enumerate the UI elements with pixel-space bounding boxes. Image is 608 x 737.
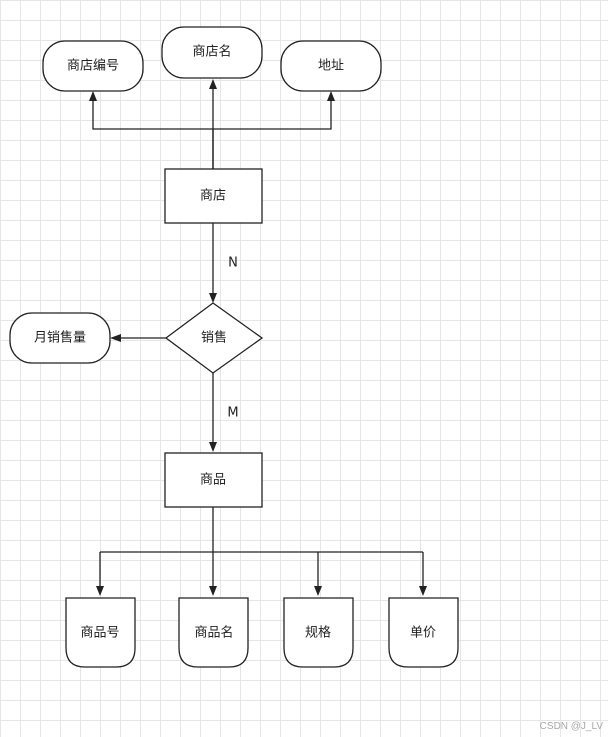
arrowhead [209, 293, 217, 303]
entity-label: 商店 [200, 189, 226, 204]
arrowhead [327, 91, 335, 101]
arrowhead [209, 442, 217, 452]
arrowhead [209, 79, 217, 89]
relationship-shape [164, 302, 264, 374]
arrowhead [110, 334, 121, 342]
attribute-product-id: 商品号 [65, 597, 136, 668]
attribute-shape [9, 312, 111, 364]
connector-store-address [213, 100, 332, 130]
cardinality-m-label: M [227, 406, 238, 421]
attribute-label: 商品号 [80, 626, 119, 641]
attribute-label: 商店编号 [67, 59, 119, 74]
attribute-address: 地址 [280, 40, 382, 92]
arrowhead [419, 586, 427, 596]
attribute-shape [178, 597, 249, 668]
attribute-shape [161, 26, 263, 79]
arrowhead [89, 91, 97, 101]
attribute-spec: 规格 [283, 597, 354, 668]
relationship-sale: 销售 [164, 302, 264, 374]
attribute-label: 单价 [410, 626, 436, 641]
relationship-label: 销售 [201, 330, 227, 346]
attribute-monthly-sales: 月销售量 [9, 312, 111, 364]
attribute-shape [42, 40, 144, 92]
attribute-unit-price: 单价 [388, 597, 459, 668]
entity-shape [164, 452, 263, 508]
attribute-label: 商店名 [192, 44, 231, 60]
arrowhead [209, 586, 217, 596]
watermark-text: CSDN @J_LV [540, 721, 604, 732]
attribute-label: 规格 [305, 625, 331, 641]
product-attribute-connectors [96, 507, 427, 596]
arrowhead [96, 586, 104, 596]
attribute-label: 地址 [318, 59, 344, 74]
attribute-shape [388, 597, 459, 668]
attribute-store-name: 商店名 [161, 26, 263, 79]
entity-product: 商品 [164, 452, 263, 508]
attribute-shape [65, 597, 136, 668]
cardinality-n-label: N [228, 256, 238, 271]
store-attribute-connectors [89, 79, 335, 169]
attribute-label: 商品名 [194, 625, 233, 641]
attribute-shape [283, 597, 354, 668]
connector-store-store-id [92, 100, 214, 169]
attribute-shape [280, 40, 382, 92]
attribute-product-name: 商品名 [178, 597, 249, 668]
attribute-store-id: 商店编号 [42, 40, 144, 92]
attribute-label: 月销售量 [34, 330, 86, 346]
arrowhead [314, 586, 322, 596]
entity-shape [164, 168, 263, 224]
entity-label: 商品 [200, 473, 226, 488]
entity-store: 商店 [164, 168, 263, 224]
